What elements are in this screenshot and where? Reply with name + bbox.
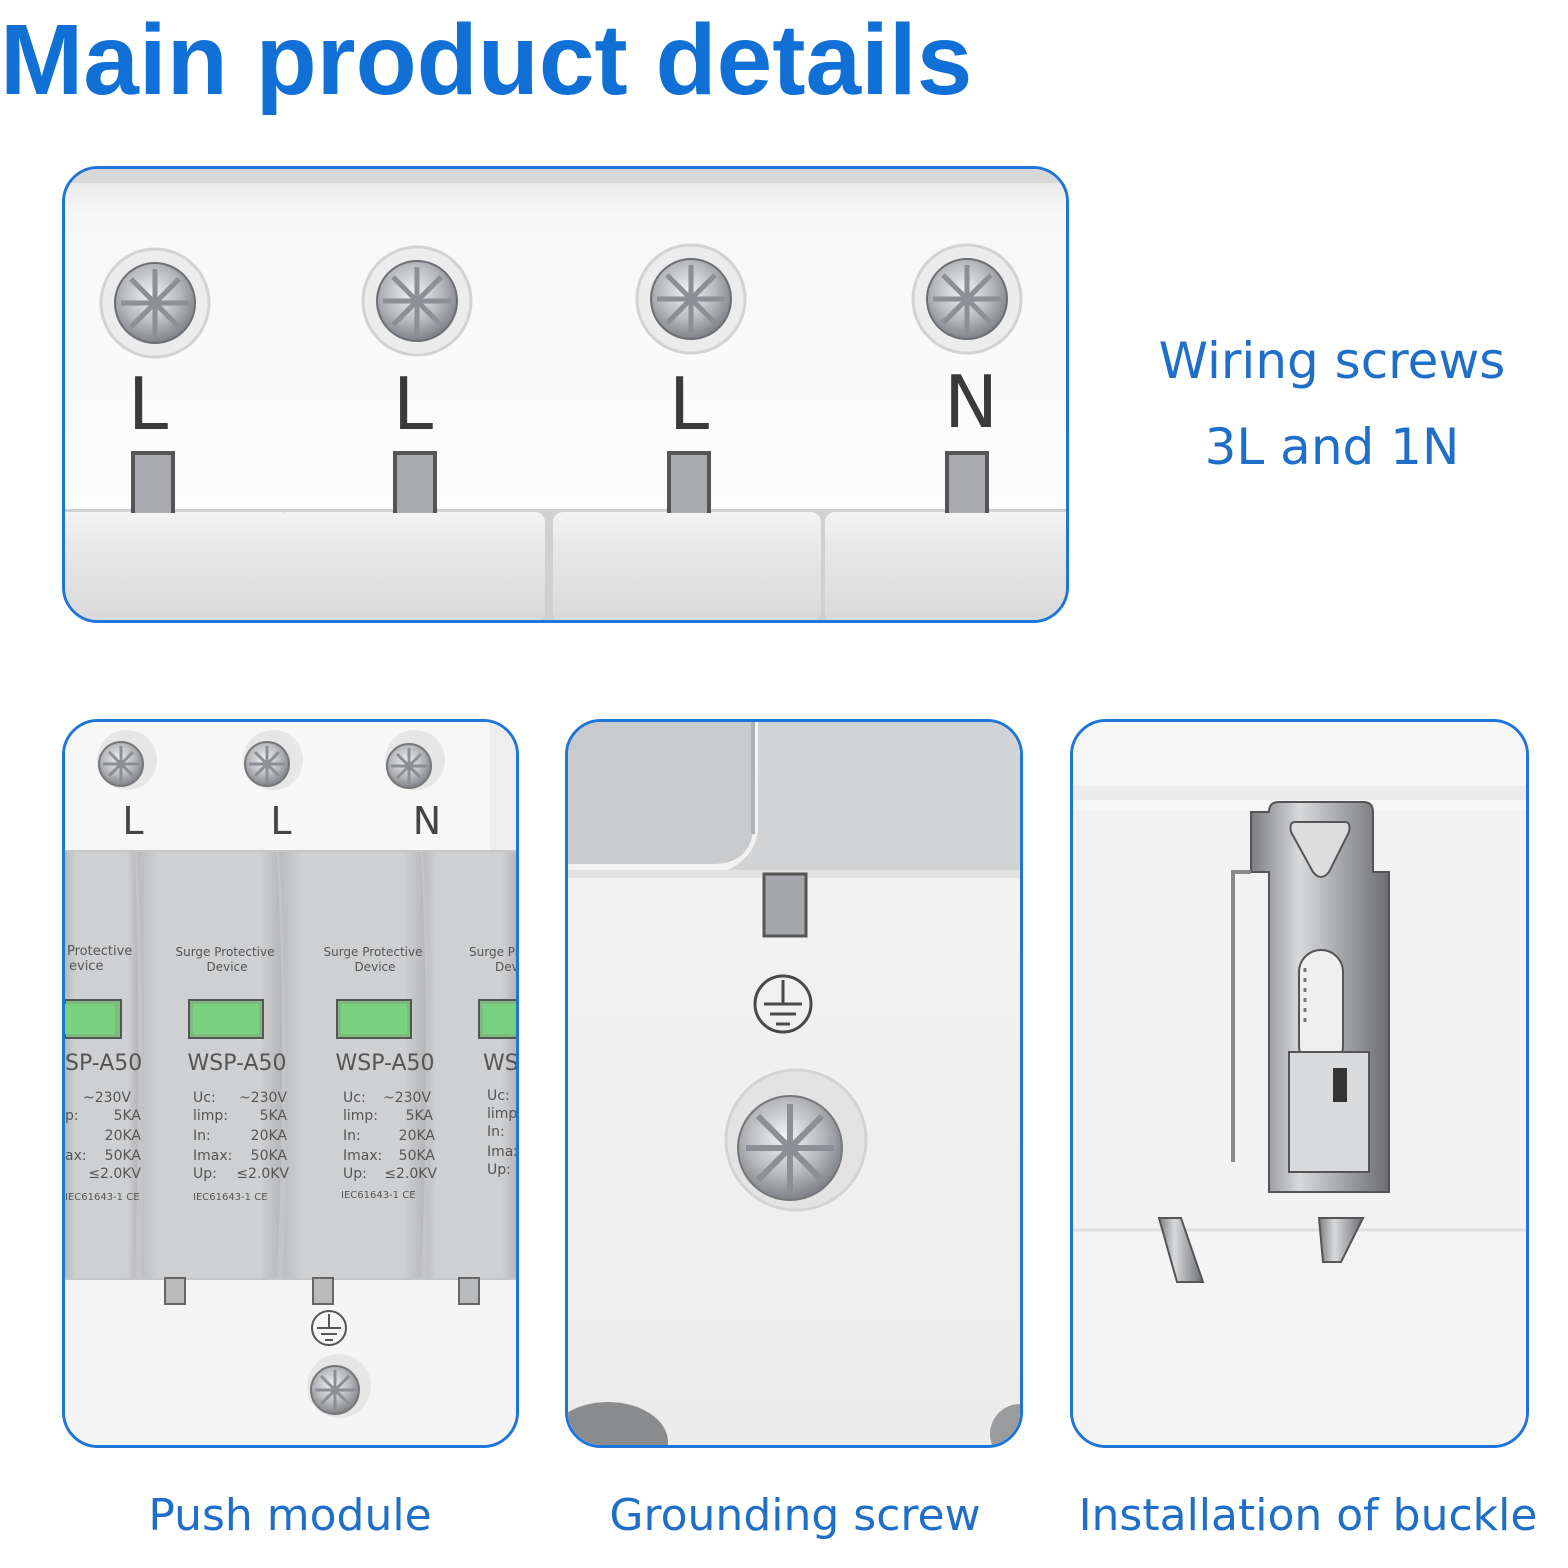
wiring-caption: Wiring screws 3L and 1N [1132,318,1532,490]
push-module-panel: L L N Protective evice SP-A50 p: ax: ~23… [62,719,519,1448]
module-spec: 50KA [105,1148,142,1164]
module-model: WSP-A50 [188,1051,287,1076]
terminal-label: L [128,362,168,446]
wiring-screws-illustration: L L L N [65,169,1066,620]
module-spec-label: Imax [487,1144,516,1160]
module-spec: ~230V [239,1090,287,1106]
push-module-illustration: L L N Protective evice SP-A50 p: ax: ~23… [65,722,516,1445]
terminal-label: L [270,799,291,843]
wiring-screws-panel: L L L N [62,166,1069,623]
module-name: Protective [67,944,132,959]
module-spec-label: limp [487,1106,516,1122]
module-name: Devi [495,960,516,974]
module-spec: ~230V [83,1090,131,1106]
module-spec-label: Up: [343,1166,367,1182]
module-name: Device [354,960,395,974]
module-name: Surge Pro [469,945,516,959]
module-name: Surge Protective [175,945,274,959]
terminal-label: L [393,362,433,446]
module-spec-label: Imax: [343,1148,382,1164]
module-spec-label: Up: [193,1166,217,1182]
module-name: Surge Protective [323,945,422,959]
module-spec: 20KA [251,1128,288,1144]
module-spec: 20KA [105,1128,142,1144]
module-model: SP-A50 [65,1051,142,1076]
terminal-label: N [944,360,998,444]
module-spec: 20KA [399,1128,436,1144]
module-spec-label: Up: [487,1162,511,1178]
module-cert: IEC61643-1 CE [65,1192,140,1203]
module-spec-label: p: [65,1108,79,1124]
module-spec-label: ax: [65,1148,87,1164]
module-model: WSI [483,1051,516,1076]
module-cert: IEC61643-1 CE [193,1192,268,1203]
module-spec: ≤2.0KV [384,1166,437,1182]
module-spec: ≤2.0KV [236,1166,289,1182]
module-spec: 50KA [399,1148,436,1164]
terminal-label: L [122,799,143,843]
module-spec: 5KA [114,1108,142,1124]
module-spec-label: In: [343,1128,361,1144]
module-spec: 5KA [406,1108,434,1124]
module-spec-label: limp: [343,1108,378,1124]
module-spec-label: Uc: [343,1090,366,1106]
module-spec-label: Uc: [193,1090,216,1106]
module-name: Device [206,960,247,974]
grounding-screw-illustration [568,722,1020,1445]
page-title: Main product details [0,4,973,116]
module-spec-label: limp: [193,1108,228,1124]
module-cert: IEC61643-1 CE [341,1190,416,1201]
grounding-screw-panel [565,719,1023,1448]
module-model: WSP-A50 [336,1051,435,1076]
buckle-panel [1070,719,1529,1448]
module-spec-label: In: [193,1128,211,1144]
module-spec: ~230V [383,1090,431,1106]
module-spec-label: Uc: [487,1088,510,1104]
module-spec-label: Imax: [193,1148,232,1164]
module-name: evice [69,959,103,974]
terminal-label: N [413,799,441,843]
wiring-caption-line2: 3L and 1N [1204,418,1460,476]
module-spec: 50KA [251,1148,288,1164]
module-spec: ≤2.0KV [88,1166,141,1182]
push-module-caption: Push module [148,1490,432,1541]
grounding-screw-caption: Grounding screw [609,1490,981,1541]
terminal-label: L [669,362,709,446]
buckle-caption: Installation of buckle [1078,1490,1538,1541]
wiring-caption-line1: Wiring screws [1158,332,1506,390]
module-spec: 5KA [260,1108,288,1124]
buckle-illustration [1073,722,1526,1445]
module-spec-label: In: [487,1124,505,1140]
